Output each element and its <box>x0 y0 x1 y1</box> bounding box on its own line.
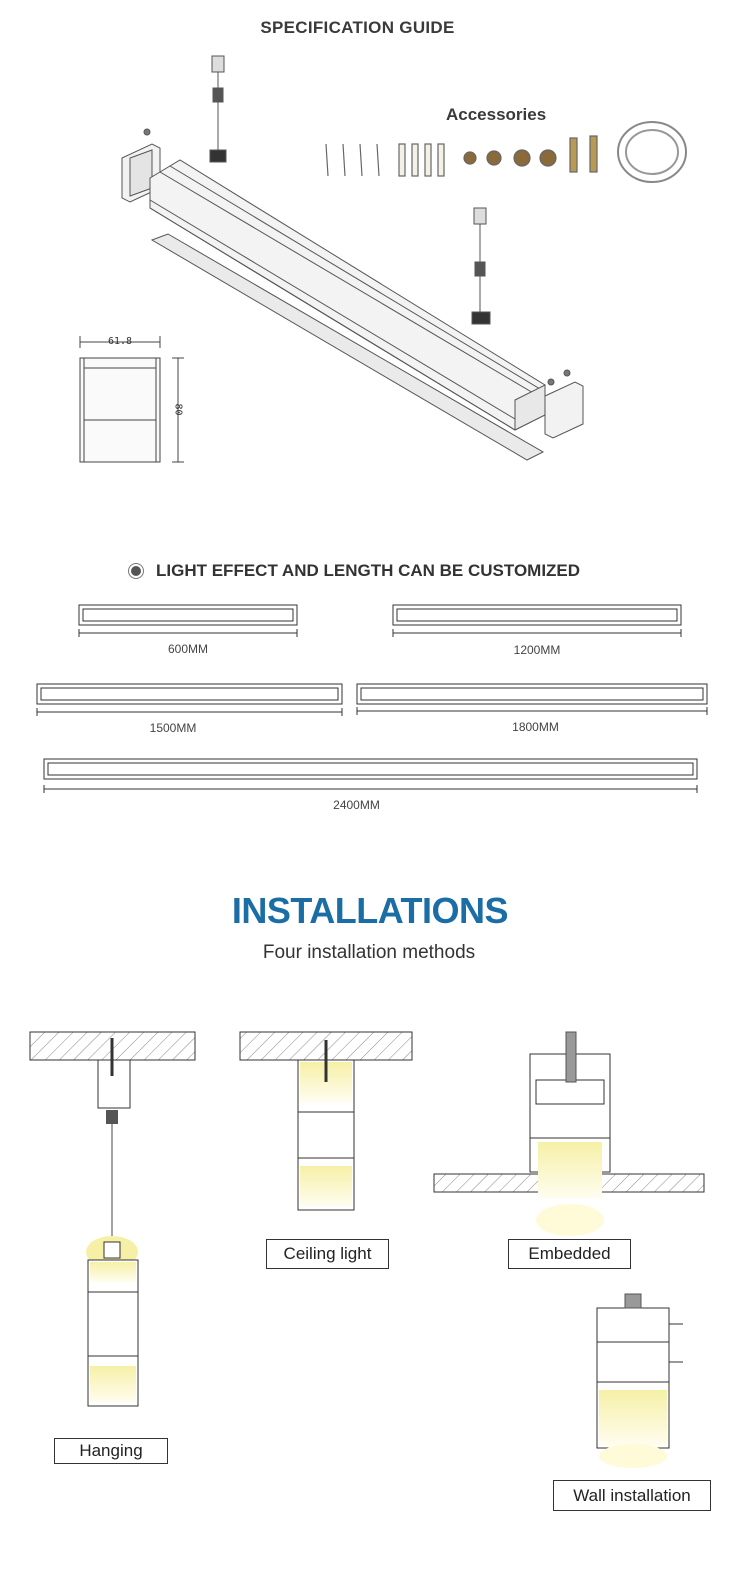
dim-width-label: 61.8 <box>108 336 133 347</box>
bullet-icon <box>128 563 144 579</box>
accessories-label: Accessories <box>446 105 547 124</box>
hanging-diagram <box>29 1031 196 1407</box>
length-bars-drawing <box>36 604 708 793</box>
caption-ceiling-light: Ceiling light <box>266 1239 389 1269</box>
length-label-600: 600MM <box>167 642 208 656</box>
length-label-1800: 1800MM <box>512 720 559 734</box>
caption-hanging: Hanging <box>54 1438 168 1464</box>
custom-heading: LIGHT EFFECT AND LENGTH CAN BE CUSTOMIZE… <box>156 561 581 580</box>
length-label-1500: 1500MM <box>149 721 197 735</box>
installations-title: INSTALLATIONS <box>231 890 509 931</box>
embedded-diagram <box>433 1031 705 1236</box>
installations-subtitle: Four installation methods <box>262 942 476 963</box>
length-label-2400: 2400MM <box>333 798 380 812</box>
caption-embedded: Embedded <box>508 1239 631 1269</box>
ceiling-light-diagram <box>239 1031 413 1211</box>
custom-heading-row: LIGHT EFFECT AND LENGTH CAN BE CUSTOMIZE… <box>128 561 580 581</box>
caption-wall-installation: Wall installation <box>553 1480 711 1511</box>
spec-title: SPECIFICATION GUIDE <box>260 18 455 37</box>
dim-height-label: 80 <box>172 403 184 416</box>
wall-installation-diagram <box>596 1293 683 1468</box>
length-label-1200: 1200MM <box>513 643 561 657</box>
fixture-exploded-drawing <box>79 55 687 463</box>
